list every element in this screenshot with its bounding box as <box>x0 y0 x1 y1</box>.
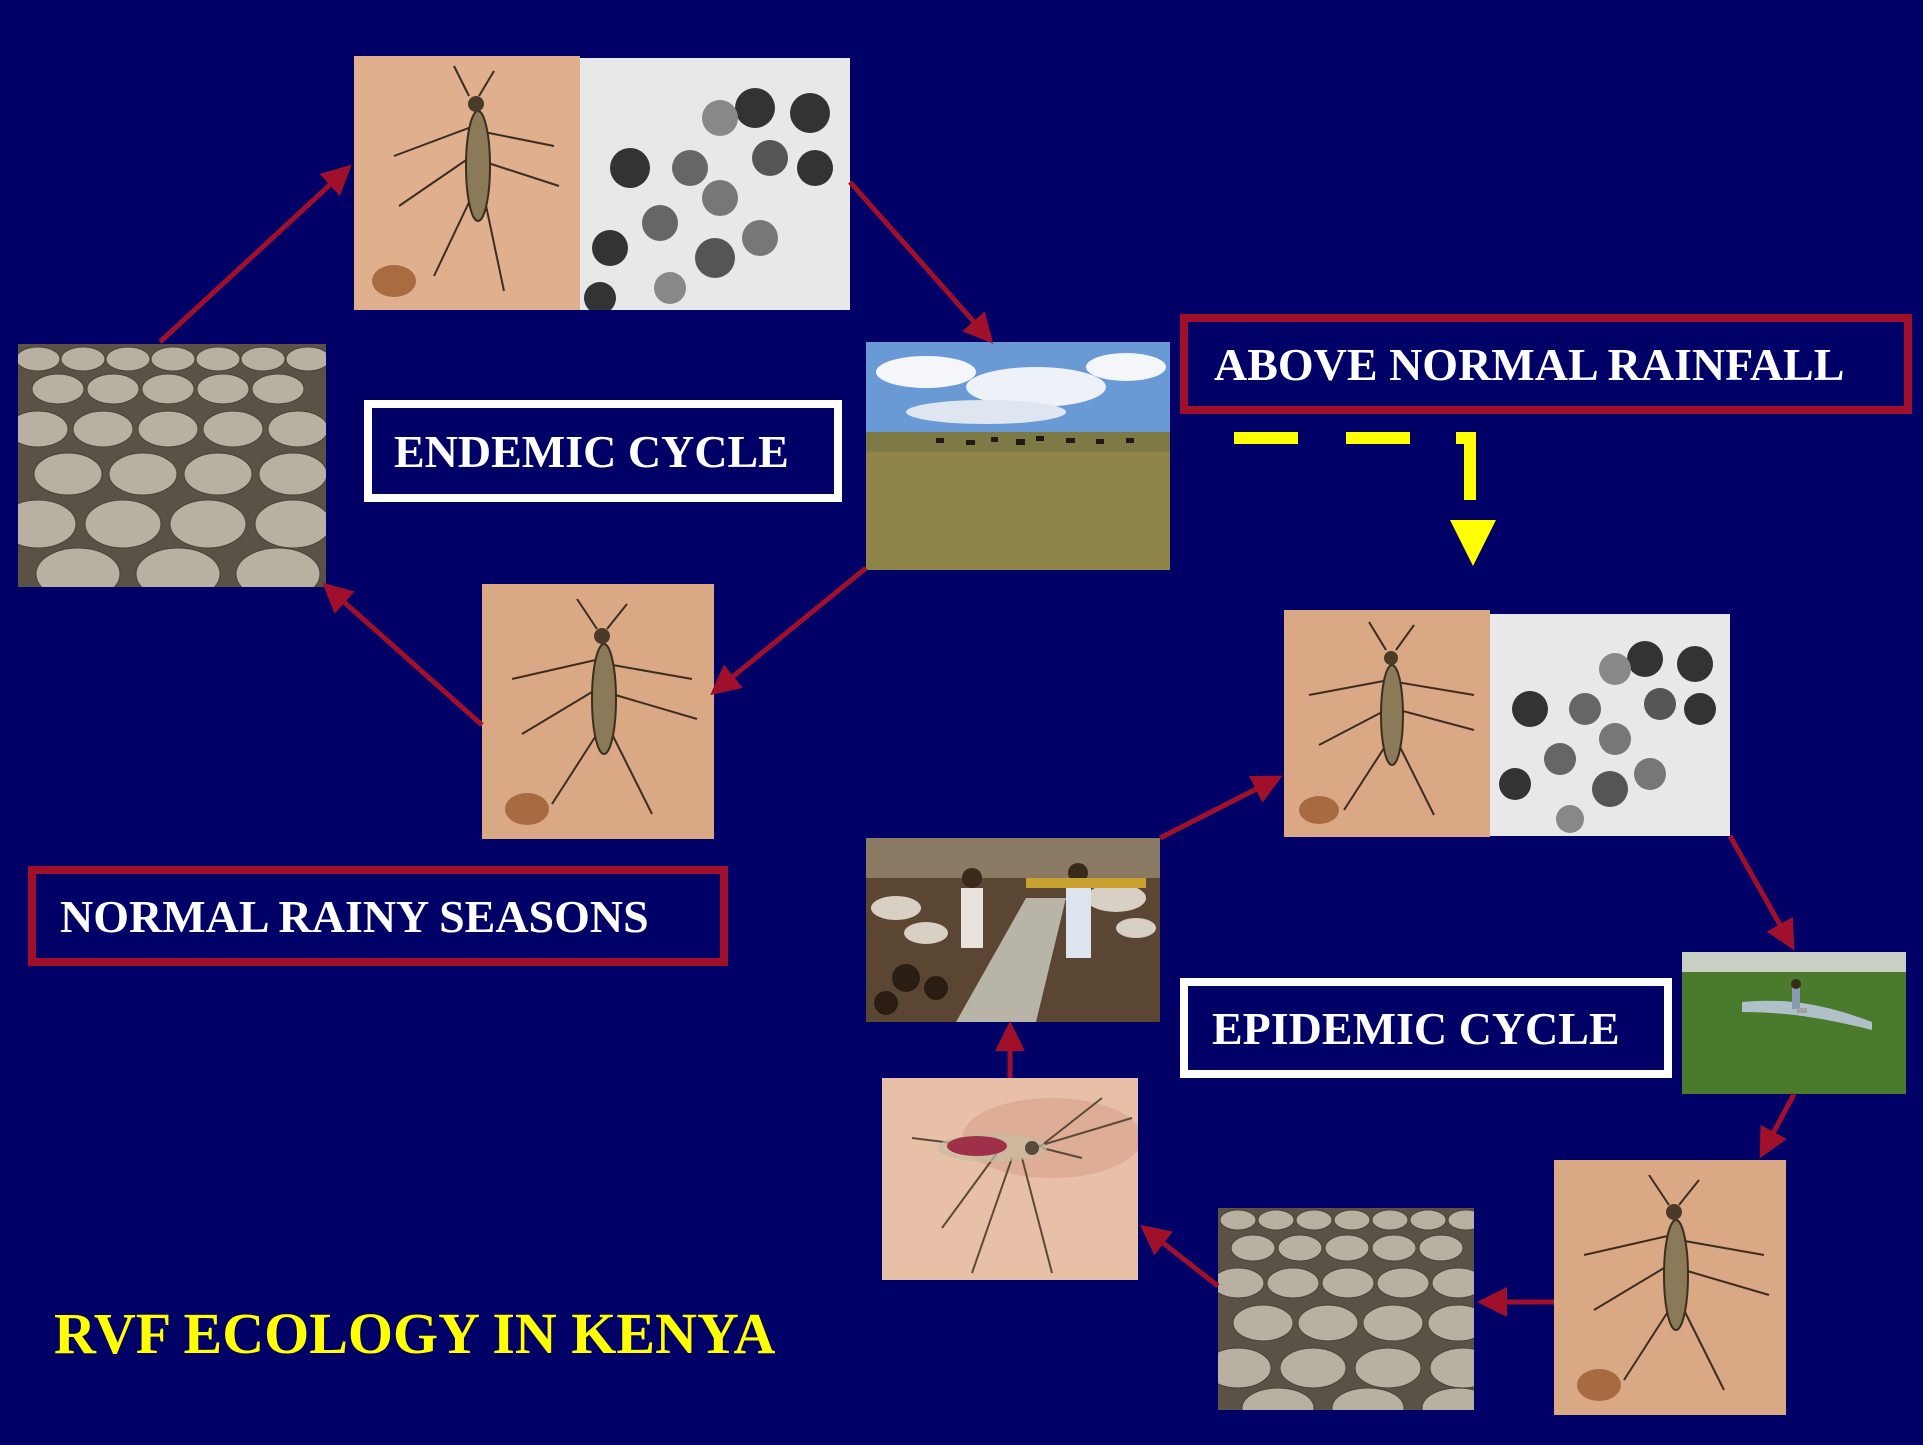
arrow-cattle-to-mosquito <box>714 568 866 692</box>
mosquito-photo-endemic-top <box>354 56 580 310</box>
feeding-mosquito-photo <box>882 1078 1138 1280</box>
arrow-sheep-to-mosquito <box>160 168 348 342</box>
arrow-field-to-mosquito <box>1762 1094 1794 1154</box>
mosquito-photo-endemic-bottom <box>482 584 714 839</box>
arrow-market-to-mosquito <box>1160 778 1278 838</box>
endemic-cycle-label: ENDEMIC CYCLE <box>364 400 842 502</box>
virus-micrograph-epidemic <box>1490 614 1730 836</box>
slide-title: RVF ECOLOGY IN KENYA <box>54 1300 775 1367</box>
arrow-mosquito-to-sheep <box>326 586 482 725</box>
sheep-flock-photo-endemic <box>18 344 326 587</box>
arrow-virus-to-field <box>1730 836 1792 946</box>
virus-micrograph-endemic <box>580 58 850 310</box>
sheep-flock-photo-epidemic <box>1218 1208 1474 1410</box>
above-normal-rainfall-label: ABOVE NORMAL RAINFALL <box>1180 314 1912 414</box>
normal-rainy-seasons-label: NORMAL RAINY SEASONS <box>28 866 728 966</box>
flooded-field-photo <box>1682 952 1906 1094</box>
mosquito-photo-epidemic-bottom <box>1554 1160 1786 1415</box>
arrow-virus-to-cattle <box>850 182 990 340</box>
arrow-sheep-to-feeding-mosquito <box>1144 1228 1218 1286</box>
cattle-grassland-photo <box>866 342 1170 570</box>
mosquito-photo-epidemic-top <box>1284 610 1490 837</box>
dashed-rainfall-arrow <box>1234 438 1496 566</box>
epidemic-cycle-label: EPIDEMIC CYCLE <box>1180 978 1672 1078</box>
livestock-market-photo <box>866 838 1160 1022</box>
